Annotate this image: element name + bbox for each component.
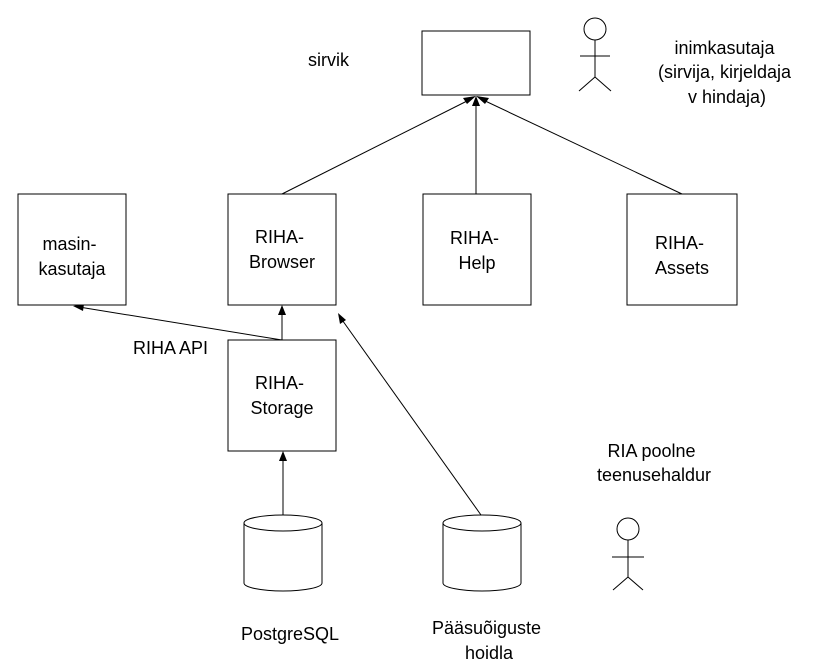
- postgresql-database-icon: [243, 514, 323, 592]
- edge-storage-to-machine-user: [78, 306, 283, 341]
- riha-api-label: RIHA API: [133, 338, 208, 358]
- riha-storage-label: RIHA- Storage: [250, 373, 313, 418]
- access-store-database-icon: [442, 514, 522, 592]
- machine-user-label: masin- kasutaja: [38, 234, 106, 279]
- arrowhead-assets-to-client: [476, 96, 489, 104]
- ria-admin-label: RIA poolne teenusehaldur: [597, 441, 711, 485]
- riha-help-label: RIHA- Help: [450, 228, 504, 273]
- edge-assets-to-client: [480, 98, 683, 195]
- riha-browser-label: RIHA- Browser: [249, 227, 315, 272]
- browser-client-box: [421, 30, 531, 96]
- admin-actor-icon: [612, 517, 644, 591]
- arrowhead-help-to-client: [472, 96, 480, 106]
- browser-client-label: sirvik: [308, 50, 350, 70]
- riha-browser-box: [227, 193, 337, 306]
- access-store-label: Pääsuõiguste hoidla: [432, 618, 546, 663]
- human-user-actor-icon: [578, 17, 612, 92]
- arrowhead-browser-to-client: [463, 96, 476, 104]
- edge-access-store-to-browser: [339, 316, 482, 516]
- arrowhead-postgres-to-storage: [279, 451, 287, 461]
- riha-help-box: [422, 193, 532, 306]
- edge-browser-to-client: [281, 98, 472, 195]
- riha-storage-box: [227, 339, 337, 452]
- machine-user-box: [17, 193, 127, 306]
- riha-assets-label: RIHA- Assets: [655, 233, 709, 278]
- arrowhead-storage-to-machine-user: [73, 304, 84, 311]
- riha-assets-box: [626, 193, 738, 306]
- arrowhead-storage-to-browser: [278, 305, 286, 315]
- postgresql-label: PostgreSQL: [241, 624, 339, 644]
- connectors: [73, 96, 683, 516]
- human-user-label: inimkasutaja (sirvija, kirjeldaja v hind…: [658, 38, 796, 107]
- arrowhead-access-store-to-browser: [338, 313, 346, 324]
